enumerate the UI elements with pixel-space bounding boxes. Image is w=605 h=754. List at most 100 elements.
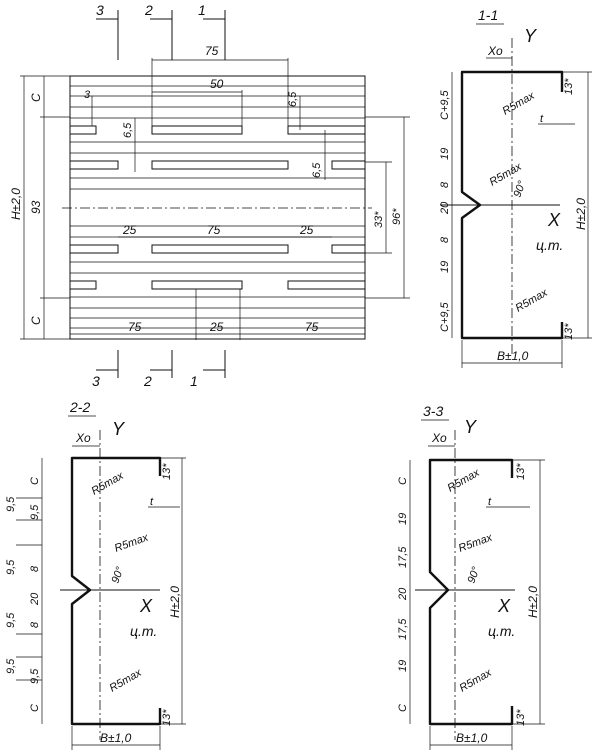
- section-1-1-axis-x: X: [547, 210, 561, 230]
- section-3-3-axis-y: Y: [464, 417, 478, 437]
- section-3-3-d-19-bot: 19: [397, 660, 409, 672]
- section-2-2-d-9-5-e: 9,5: [5, 658, 17, 674]
- section-2-2-d-9-5-b: 9,5: [29, 504, 41, 520]
- section-mark-3-bottom: 3: [92, 373, 100, 389]
- plan-long-lines: [70, 85, 365, 329]
- section-1-1-t: t: [540, 113, 544, 125]
- section-3-3-angle: 90°: [466, 565, 483, 585]
- section-2-2-lip-bot: 13*: [161, 709, 173, 726]
- dim-25-bottom-mid: 25: [209, 320, 224, 334]
- section-1-1-r5max-top: R5max: [501, 90, 538, 118]
- plan-outline: [69, 75, 366, 340]
- plan-dims-top: 75 50 3 6,5 6,5 6,5: [84, 44, 326, 180]
- section-2-2-lip-top: 13*: [161, 463, 173, 480]
- section-2-2-d-c-top: C: [29, 477, 41, 485]
- section-1-1-r5max-bot: R5max: [514, 287, 551, 315]
- dim-50: 50: [210, 77, 224, 91]
- dim-25-left: 25: [122, 223, 137, 237]
- section-3-3-height: H±2,0: [526, 586, 540, 618]
- section-2-2-centroid: ц.т.: [130, 623, 157, 639]
- plan-dims-middle: 25 75 25: [118, 223, 332, 238]
- dim-93: 93: [29, 200, 43, 214]
- section-1-1-angle: 90°: [512, 179, 529, 199]
- section-1-1: 1-1 Y Xo R5max R5max R5max t 13* 13* H±2…: [439, 7, 592, 368]
- dim-75-bottom-right: 75: [305, 320, 319, 334]
- section-3-3-title: 3-3: [423, 403, 443, 419]
- section-3-3: 3-3 Y Xo R5max R5max R5max t 13* 13* H±2…: [397, 403, 545, 750]
- section-marks-top: 3 2 1: [96, 2, 226, 60]
- section-3-3-r5max-bot: R5max: [458, 667, 495, 695]
- section-3-3-r5max-mid: R5max: [457, 531, 494, 554]
- dim-6-5-c: 6,5: [311, 162, 323, 178]
- section-mark-2-top: 2: [144, 2, 153, 18]
- dim-75-bottom-left: 75: [128, 320, 142, 334]
- section-2-2-axis-x: X: [139, 596, 153, 616]
- section-3-3-d-20: 20: [397, 587, 409, 601]
- section-2-2-angle: 90°: [110, 565, 127, 585]
- section-3-3-axis-x: X: [497, 596, 511, 616]
- section-2-2-r5max-mid: R5max: [113, 531, 150, 554]
- plan-view: 3 2 1 3 2 1: [9, 2, 410, 389]
- section-3-3-d-17-5-bot: 17,5: [397, 618, 409, 640]
- dim-3: 3: [84, 89, 91, 101]
- section-1-1-height: H±2,0: [574, 198, 588, 230]
- section-1-1-xo: Xo: [487, 44, 503, 58]
- section-mark-2-bottom: 2: [143, 373, 152, 389]
- section-2-2-d-9-5-c: 9,5: [5, 559, 17, 575]
- section-1-1-width: B±1,0: [497, 349, 529, 363]
- dim-33: 33*: [373, 211, 385, 228]
- dim-6-5-a: 6,5: [122, 122, 134, 138]
- section-2-2-width: B±1,0: [100, 731, 132, 745]
- section-1-1-d-8-top: 8: [439, 181, 451, 188]
- section-2-2-d-9-5-a: 9,5: [5, 496, 17, 512]
- section-1-1-lip-bot: 13*: [563, 323, 575, 340]
- section-1-1-title: 1-1: [478, 7, 498, 23]
- section-3-3-lip-top: 13*: [515, 463, 527, 480]
- section-2-2-r5max-bot: R5max: [108, 667, 145, 695]
- plan-dims-right: 33* 96*: [365, 116, 410, 299]
- dim-75-top: 75: [205, 44, 219, 58]
- section-2-2-d-8-top: 8: [29, 565, 41, 572]
- dim-c-top-plan: C: [29, 93, 43, 102]
- section-2-2-title: 2-2: [69, 399, 90, 415]
- section-1-1-centroid: ц.т.: [536, 237, 563, 253]
- section-3-3-d-c-bot: C: [397, 704, 409, 712]
- dim-6-5-b: 6,5: [287, 91, 299, 107]
- section-1-1-lip-top: 13*: [563, 78, 575, 95]
- section-2-2: 2-2 Y Xo R5max R5max R5max t 13* 13* H±2…: [5, 399, 186, 750]
- dim-h-plan: H±2,0: [9, 188, 23, 220]
- section-marks-bottom: 3 2 1: [92, 350, 226, 389]
- section-mark-1-top: 1: [198, 2, 206, 18]
- section-2-2-d-9-5-f: 9,5: [29, 668, 41, 684]
- section-mark-1-bottom: 1: [190, 373, 198, 389]
- section-1-1-axis-y: Y: [524, 26, 538, 46]
- section-2-2-d-20: 20: [29, 592, 41, 606]
- section-3-3-d-17-5-top: 17,5: [397, 546, 409, 568]
- plan-slots: [69, 125, 366, 290]
- section-1-1-d-19-top: 19: [439, 148, 451, 160]
- section-1-1-d-8-bot: 8: [439, 236, 451, 243]
- section-3-3-d-c-top: C: [397, 477, 409, 485]
- section-3-3-t: t: [488, 496, 492, 508]
- section-3-3-r5max-top: R5max: [446, 467, 483, 495]
- section-2-2-xo: Xo: [75, 431, 91, 445]
- section-2-2-d-8-bot: 8: [29, 621, 41, 628]
- section-3-3-lip-bot: 13*: [515, 709, 527, 726]
- dim-c-bottom-plan: C: [29, 316, 43, 325]
- section-3-3-d-19-top: 19: [397, 513, 409, 525]
- section-1-1-d-c95-top: C+9,5: [439, 89, 451, 120]
- plan-dims-bottom: 75 25 75: [70, 289, 365, 340]
- section-3-3-width: B±1,0: [456, 731, 488, 745]
- plan-dims-left: H±2,0 C 93 C: [9, 75, 70, 340]
- dim-96: 96*: [391, 208, 403, 225]
- section-1-1-d-20: 20: [439, 201, 451, 215]
- section-3-3-centroid: ц.т.: [488, 623, 515, 639]
- section-2-2-t: t: [150, 496, 154, 508]
- section-1-1-d-c95-bot: C+9,5: [439, 301, 451, 332]
- dim-25-right: 25: [299, 223, 314, 237]
- section-2-2-axis-y: Y: [112, 419, 126, 439]
- section-2-2-r5max-top: R5max: [90, 470, 127, 498]
- section-2-2-d-c-bot: C: [29, 704, 41, 712]
- section-2-2-height: H±2,0: [168, 586, 182, 618]
